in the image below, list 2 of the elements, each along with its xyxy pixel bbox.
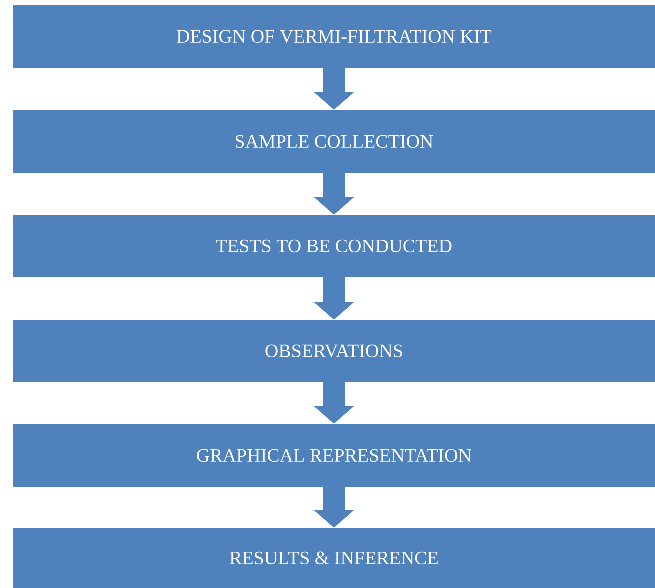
process-box: RESULTS & INFERENCE [13, 528, 655, 588]
process-box: DESIGN OF VERMI-FILTRATION KIT [13, 5, 655, 68]
